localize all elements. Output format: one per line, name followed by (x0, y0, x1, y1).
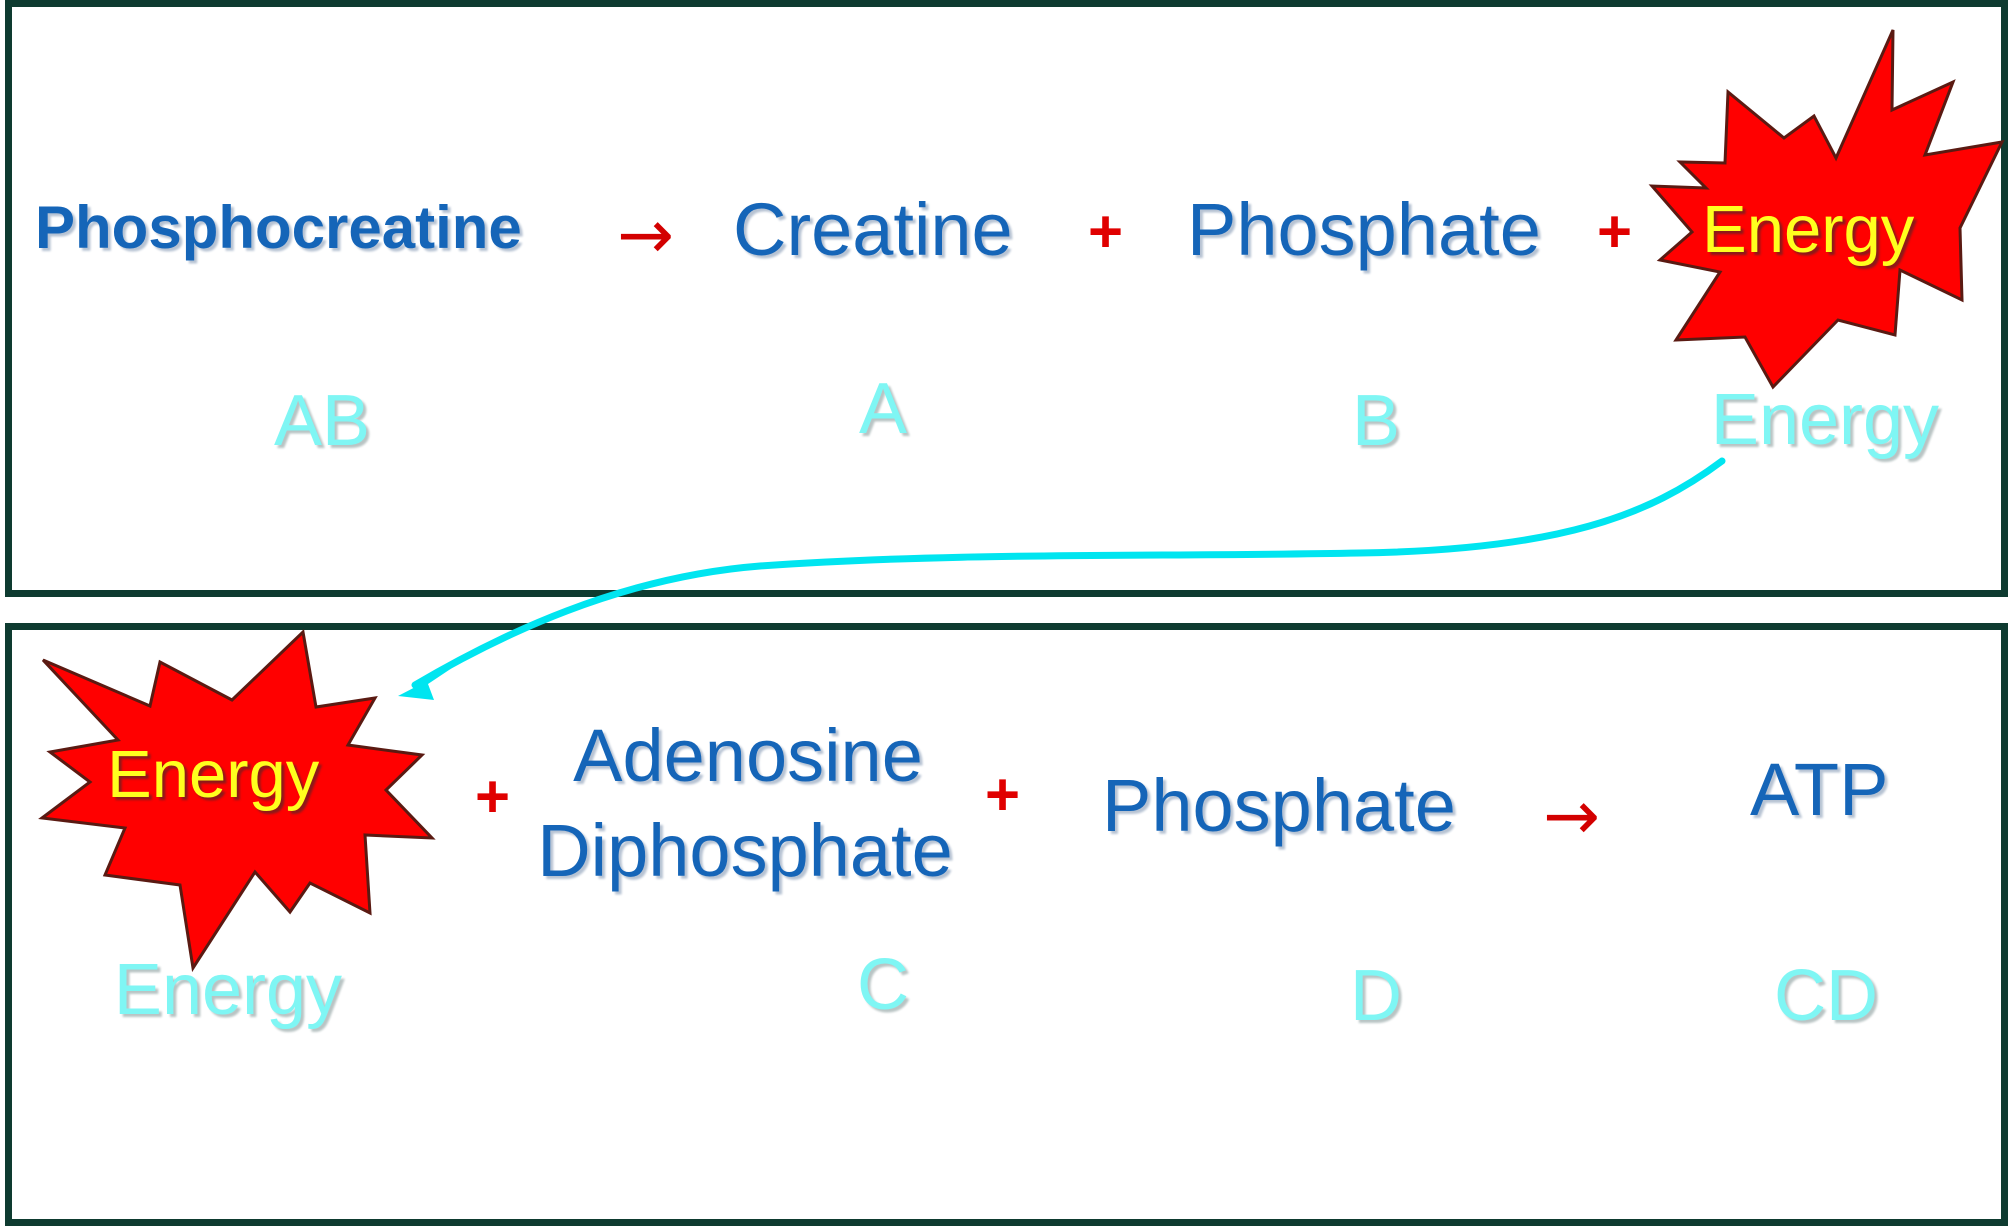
phosphocreatine-label: Phosphocreatine (35, 194, 522, 261)
plus-operator: + (985, 761, 1021, 828)
diphosphate-label: Diphosphate (537, 809, 953, 892)
plus-operator: + (1088, 198, 1124, 265)
arrowhead-icon (398, 668, 452, 700)
letter-label-ab: AB (273, 381, 371, 461)
energy-text-label: Energy (113, 950, 343, 1030)
curved-arrow-icon (411, 457, 1726, 689)
explosion-starburst-icon (1648, 29, 2005, 390)
energy-text-label: Energy (1710, 380, 1940, 460)
letter-label-c: C (857, 945, 909, 1025)
explosion-starburst-icon (38, 628, 436, 973)
adenosine-label: Adenosine (573, 714, 923, 797)
letter-label-a: A (858, 369, 908, 449)
creatine-label: Creatine (733, 188, 1013, 271)
energy-starburst-label: Energy (1702, 192, 1915, 267)
letter-label-d: D (1350, 956, 1402, 1036)
phosphate-label: Phosphate (1102, 764, 1456, 847)
atp-label: ATP (1750, 748, 1889, 831)
reaction-arrow: → (617, 196, 674, 275)
letter-label-b: B (1351, 381, 1401, 461)
letter-label-cd: CD (1774, 956, 1878, 1036)
reaction-arrow: → (1543, 777, 1600, 856)
energy-starburst-label: Energy (107, 737, 320, 812)
top-reaction-panel (5, 0, 2008, 597)
phosphate-label: Phosphate (1187, 188, 1541, 271)
plus-operator: + (1597, 198, 1633, 265)
plus-operator: + (475, 763, 511, 830)
